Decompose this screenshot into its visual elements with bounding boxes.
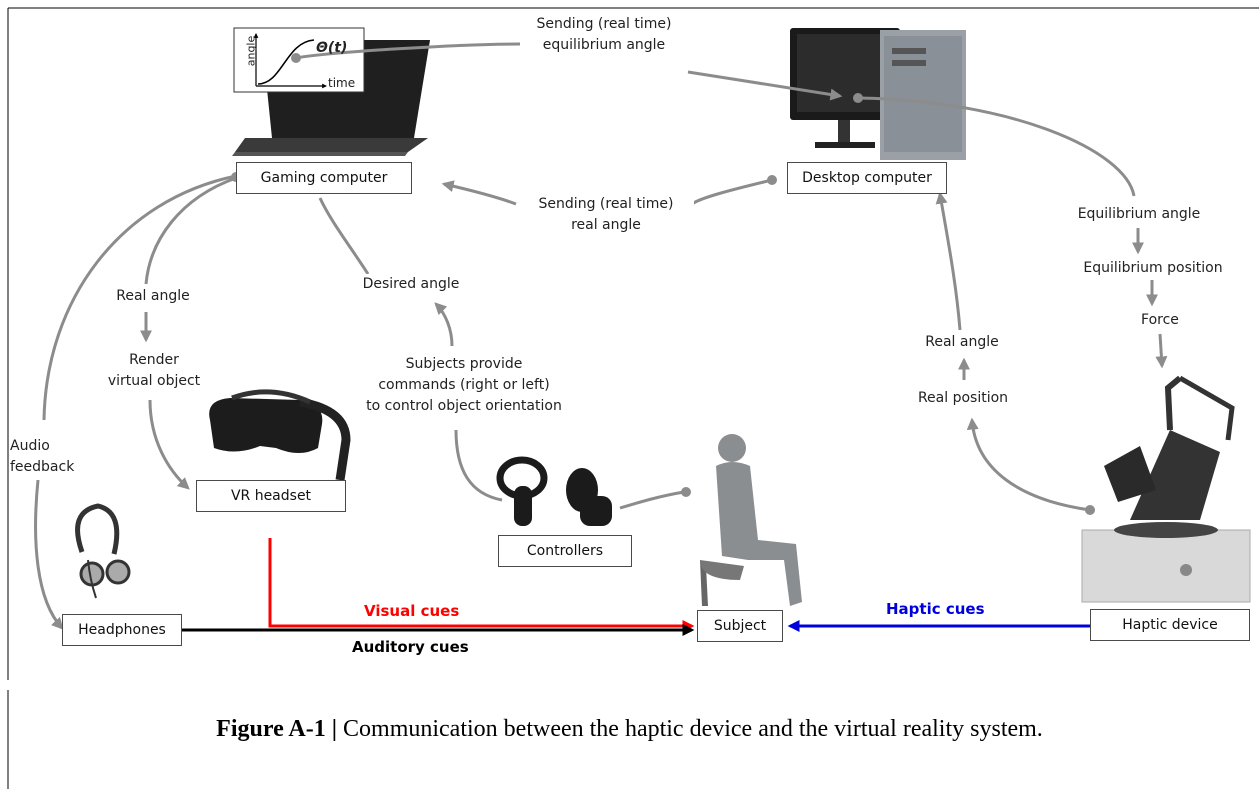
label-equilibrium-position: Equilibrium position [1072, 258, 1234, 279]
arrow-gaming-to-real-angle [144, 176, 237, 285]
arrow-render-to-vr [148, 399, 190, 490]
arrow-desktop-to-haptic-chain [857, 96, 1136, 197]
arrow-device-to-real-position [966, 417, 1091, 512]
subject-box: Subject [697, 610, 783, 642]
arrow-controllers-to-subjects [454, 429, 503, 502]
label-haptic-cues: Haptic cues [886, 600, 985, 618]
arrow-audio-feedback-top [42, 174, 237, 421]
graph-curve-label: Θ(t) [316, 40, 348, 56]
arrow-angle-to-desktop [935, 191, 962, 331]
label-visual-cues: Visual cues [364, 602, 460, 620]
label-sending-equilibrium: Sending (real time)equilibrium angle [520, 14, 688, 56]
label-real-angle-right: Real angle [918, 332, 1006, 353]
arrow-desired-to-gaming [318, 197, 370, 275]
desktop-computer-icon [790, 28, 966, 160]
angle-graph-inset [233, 27, 365, 93]
vr-headset-icon [209, 389, 351, 481]
label-equilibrium-angle: Equilibrium angle [1064, 204, 1214, 225]
arrow-desktop-real-angle [691, 178, 773, 206]
haptic-device-box: Haptic device [1090, 609, 1250, 641]
arrow-subject-to-controllers [619, 490, 685, 510]
label-force: Force [1136, 310, 1184, 331]
flow-arrows [34, 42, 1168, 630]
haptic-device-icon [1081, 375, 1251, 603]
controllers-box: Controllers [498, 535, 632, 567]
headphones-icon [75, 503, 131, 599]
label-desired-angle: Desired angle [352, 274, 470, 295]
vr-headset-box: VR headset [196, 480, 346, 512]
arrow-to-gaming [441, 180, 517, 206]
figure-caption: Figure A-1 | Communication between the h… [0, 716, 1259, 743]
desktop-computer-box: Desktop computer [787, 162, 947, 194]
caption-figure-id: Figure A-1 | [216, 716, 338, 742]
headphones-box: Headphones [62, 614, 182, 646]
gaming-computer-box: Gaming computer [236, 162, 412, 194]
arrow-origin-dots [231, 53, 1095, 515]
arrow-to-desktop [687, 70, 843, 101]
graph-x-label: time [328, 76, 356, 90]
label-real-position: Real position [910, 388, 1016, 409]
controllers-icon [496, 456, 612, 526]
visual-cues-arrow [268, 538, 695, 632]
label-real-angle-left: Real angle [108, 286, 198, 307]
arrow-subjects-to-desired [434, 302, 454, 347]
label-sending-real: Sending (real time)real angle [518, 194, 694, 236]
subject-silhouette-icon [700, 434, 802, 606]
graph-y-label: angle [244, 35, 258, 67]
arrow-audio-to-headphones [34, 479, 64, 630]
label-auditory-cues: Auditory cues [352, 638, 469, 656]
arrow-laptop-to-label [295, 42, 521, 60]
caption-text: Communication between the haptic device … [337, 716, 1043, 742]
arrow-force-to-device [1155, 333, 1168, 369]
